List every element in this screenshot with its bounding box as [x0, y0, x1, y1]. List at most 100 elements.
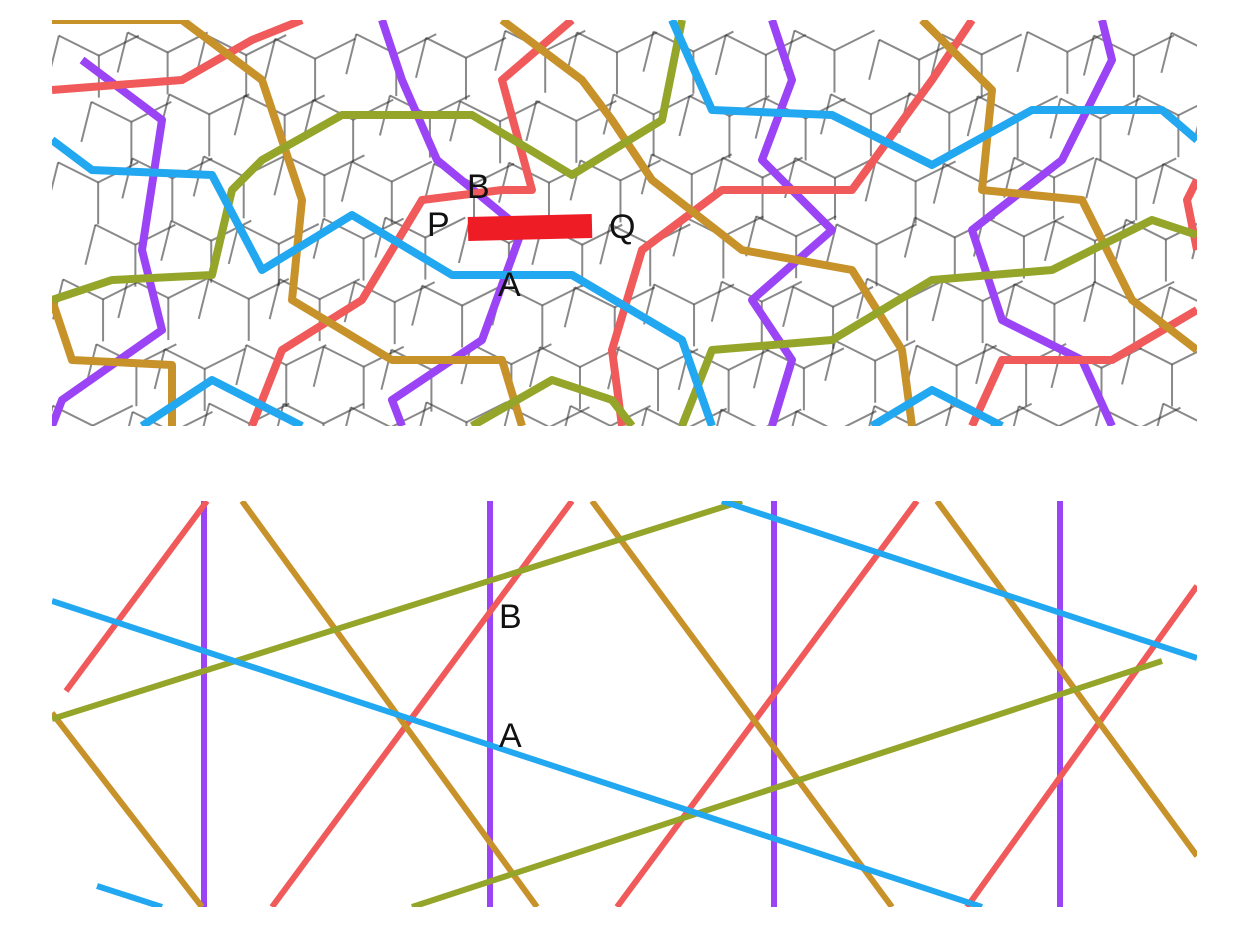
tile-edge [461, 284, 503, 307]
grid-line-gold [589, 501, 895, 907]
tile-edge [1094, 407, 1102, 426]
tile-edge [1049, 98, 1062, 139]
penrose-tiling-panel: B P Q A [52, 20, 1197, 426]
tile-edge [657, 348, 699, 371]
tile-edge [345, 33, 358, 75]
tile-edge [844, 410, 877, 426]
tile-edge [948, 92, 990, 114]
tile-edge [803, 347, 845, 370]
tile-edge [314, 37, 356, 60]
tile-edge [792, 285, 834, 308]
tile-edge [235, 344, 248, 386]
tile-edge [525, 100, 538, 142]
tile-edge [312, 346, 325, 388]
tile-edge [501, 284, 543, 307]
tile-edge [981, 33, 1023, 56]
tile-edge [58, 34, 100, 57]
tile-edge [575, 99, 617, 122]
tile-edge [273, 155, 286, 196]
tile-edge [549, 406, 590, 426]
tile-edge [795, 215, 837, 238]
tile-edge [204, 348, 246, 370]
tile-edge [1156, 403, 1165, 426]
tile-edge [354, 281, 396, 304]
tile-edge [576, 31, 618, 54]
tile-edge [932, 163, 945, 204]
tile-edge [754, 98, 767, 139]
tile-edge [1133, 34, 1175, 57]
tile-edge [874, 339, 916, 362]
tile-edge [941, 33, 983, 56]
tile-edge [913, 405, 955, 426]
tile-edge [977, 95, 1019, 118]
tile-edge [374, 217, 387, 258]
ribbon-purple [52, 56, 166, 426]
tile-edge [248, 277, 290, 300]
tile-edge [351, 160, 393, 183]
tile-edge [283, 402, 324, 425]
tile-edge [570, 404, 611, 426]
label-a-bottom: A [499, 717, 522, 755]
tile-edge [691, 153, 733, 176]
tile-edge [535, 99, 577, 122]
tile-edge [424, 216, 466, 239]
grid-line-red [614, 501, 920, 907]
tile-edge [795, 410, 829, 426]
ribbon-blue [139, 376, 304, 426]
tile-edge [755, 215, 797, 238]
tile-edge [1133, 280, 1175, 303]
tile-edge [836, 223, 877, 246]
tile-edge [323, 217, 364, 240]
tile-edge [1018, 405, 1060, 426]
tile-edge [1127, 95, 1140, 136]
tile-edge [761, 280, 803, 303]
label-q: Q [609, 208, 635, 246]
tile-edge [244, 94, 286, 117]
tile-edge [714, 34, 727, 76]
ribbon-olive [678, 216, 1197, 426]
label-b-top: B [467, 168, 490, 206]
tile-edge [716, 409, 723, 426]
tile-edge [765, 408, 802, 426]
tile-edge [642, 31, 655, 72]
tile-edge [870, 93, 912, 116]
tile-edge [653, 283, 695, 306]
grid-line-red [63, 501, 210, 693]
tile-edge [1026, 30, 1068, 53]
tile-edge [1082, 35, 1095, 76]
tile-edge [975, 343, 988, 385]
grid-line-gold [239, 501, 540, 907]
grid-lines-panel: B A [52, 501, 1197, 907]
tile-edge [419, 401, 428, 426]
tile-edge [98, 34, 140, 57]
tile-edge [983, 162, 1025, 185]
label-p: P [427, 206, 450, 244]
tile-edge [782, 286, 795, 328]
tile-edge [1170, 31, 1197, 47]
tile-edge [620, 159, 661, 182]
ribbon-olive [52, 20, 686, 304]
tile-edge [646, 407, 684, 426]
tile-edge [945, 403, 953, 426]
tile-edge [57, 161, 99, 184]
tile-edge [763, 347, 805, 370]
tile-edge [1053, 283, 1095, 305]
tile-edge [1169, 286, 1197, 302]
tile-edge [765, 33, 807, 56]
tile-edge [245, 34, 287, 56]
grid-line-gold [934, 501, 1197, 858]
tile-edge [1177, 104, 1197, 117]
ribbon-olive [470, 376, 636, 426]
tile-edge [350, 406, 391, 426]
tiling-diagram: B P Q A [52, 20, 1197, 426]
tile-edge [617, 348, 659, 371]
pentagrid-lines [52, 501, 1197, 907]
grid-line-red [964, 584, 1197, 907]
label-a-top: A [498, 266, 521, 304]
tile-edge [498, 162, 510, 203]
tile-edge [1135, 157, 1177, 180]
tile-edge [876, 223, 917, 246]
tile-edge [238, 223, 280, 245]
tile-edge [167, 277, 209, 299]
tile-edge [127, 31, 169, 54]
